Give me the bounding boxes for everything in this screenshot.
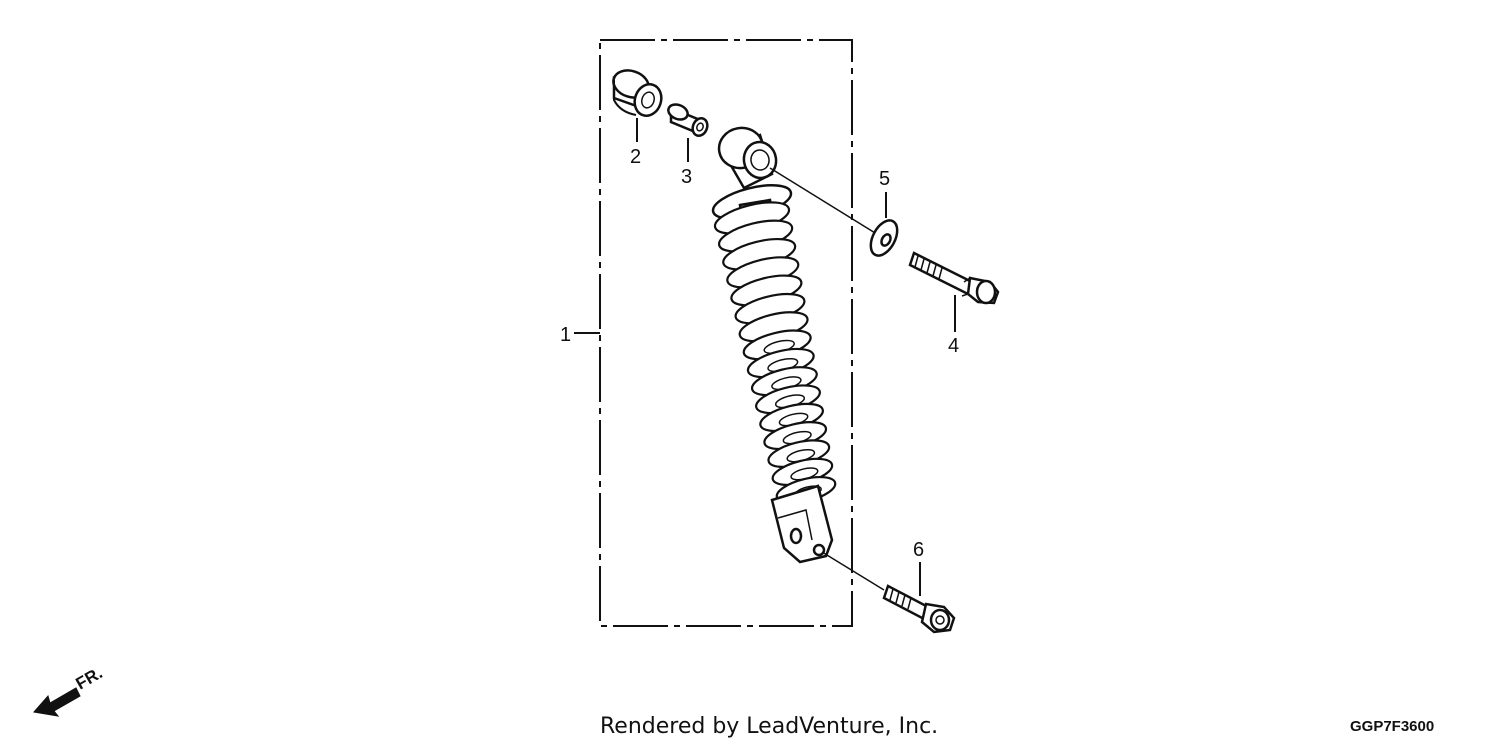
- callout-4: 4: [948, 335, 959, 357]
- render-credit: Rendered by LeadVenture, Inc.: [600, 714, 938, 739]
- callout-6: 6: [913, 539, 924, 561]
- spring-coils: [713, 201, 837, 505]
- lower-mount-axis-line: [821, 551, 885, 591]
- front-label: FR.: [73, 663, 106, 693]
- part-6-lower-bolt[interactable]: [882, 584, 956, 634]
- assembly-boundary-box: [599, 39, 853, 627]
- front-arrow-icon: [33, 687, 81, 717]
- diagram-code: GGP7F3600: [1350, 718, 1434, 735]
- part-2-bushing[interactable]: [610, 66, 665, 119]
- callout-1: 1: [560, 324, 571, 346]
- part-4-upper-bolt[interactable]: [908, 251, 1000, 305]
- part-1-shock-absorber[interactable]: [710, 124, 838, 564]
- callout-5: 5: [879, 168, 890, 190]
- part-3-collar[interactable]: [666, 102, 710, 138]
- callout-3: 3: [681, 166, 692, 188]
- front-direction-indicator: FR.: [33, 663, 106, 717]
- upper-mount-axis-line: [769, 167, 881, 237]
- callout-2: 2: [630, 146, 641, 168]
- part-5-washer[interactable]: [865, 216, 902, 260]
